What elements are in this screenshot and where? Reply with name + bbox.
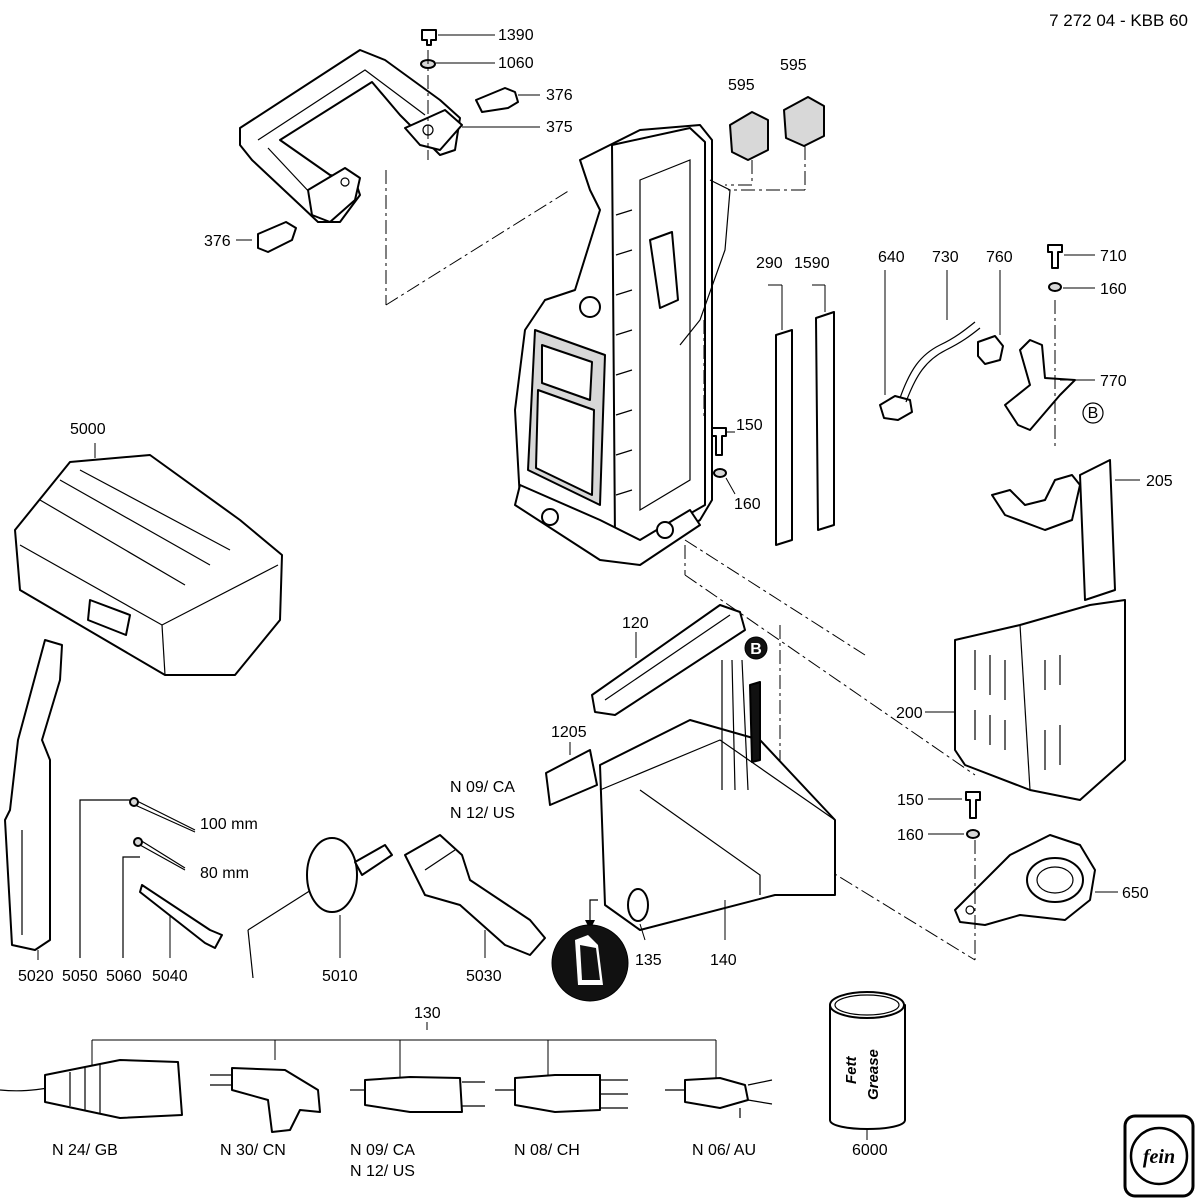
label-1205-variant-b: N 12/ US [450,805,515,822]
label-160-top: 160 [1100,281,1127,298]
drill-stand-column [514,124,731,566]
sling-5020 [4,639,63,960]
label-150-lower: 150 [897,792,924,809]
hex-key-5040 [139,884,223,958]
label-6000: 6000 [852,1142,888,1159]
label-375: 375 [546,119,573,136]
tool-5010 [247,837,393,979]
label-150-middle: 150 [736,417,763,434]
case-5000 [14,443,283,676]
label-135: 135 [635,952,662,969]
plug-label-gb: N 24/ GB [52,1142,118,1159]
length-100: 100 mm [200,816,258,833]
label-710: 710 [1100,248,1127,265]
caps-595 [725,96,825,191]
label-1390: 1390 [498,27,534,44]
marker-b-filled-group [744,636,768,660]
label-5010: 5010 [322,968,358,985]
length-80: 80 mm [200,865,249,882]
label-376-right: 376 [546,87,573,104]
label-5020: 5020 [18,968,54,985]
plug-bracket-130 [91,1022,717,1085]
fein-logo-icon: fein [1123,1114,1195,1198]
label-5000: 5000 [70,421,106,438]
plug-label-ca: N 09/ CA [350,1142,415,1159]
label-595-right: 595 [780,57,807,74]
handle-leaders [236,34,571,306]
plug-gb [0,1059,183,1119]
strap-120 [591,604,746,716]
label-770: 770 [1100,373,1127,390]
label-1205-variant-a: N 09/ CA [450,779,515,796]
document-id: 7 272 04 - KBB 60 [1049,11,1188,30]
bracket-770-group [1004,244,1104,450]
label-plate-1205 [545,742,598,806]
label-5060: 5060 [106,968,142,985]
plug-ch [495,1074,628,1113]
plug-label-ch: N 08/ CH [514,1142,580,1159]
label-205: 205 [1146,473,1173,490]
grease-label-grease: Grease [865,1049,882,1100]
plug-au [665,1077,773,1118]
plug-label-us: N 12/ US [350,1163,415,1180]
label-376-left: 376 [204,233,231,250]
rails-290-1590 [768,284,835,546]
label-140: 140 [710,952,737,969]
screw-150-lower [928,791,981,839]
label-290: 290 [756,255,783,272]
label-595-left: 595 [728,77,755,94]
label-730: 730 [932,249,959,266]
plug-cn [210,1067,321,1133]
label-120: 120 [622,615,649,632]
label-5050: 5050 [62,968,98,985]
logo-text: fein [1143,1146,1175,1168]
label-160-middle: 160 [734,496,761,513]
handle-assembly [239,29,519,253]
bracket-205 [991,459,1140,601]
label-650: 650 [1122,885,1149,902]
label-130: 130 [414,1005,441,1022]
label-5040: 5040 [152,968,188,985]
guard-200 [925,599,1126,801]
base-140 [599,659,836,940]
grease-can-icon [829,991,906,1140]
marker-b-filled: B [750,641,762,658]
label-5030: 5030 [466,968,502,985]
assembly-hint-icon [551,924,629,1002]
label-160-lower: 160 [897,827,924,844]
screw-150-middle [703,320,736,495]
plug-label-au: N 06/ AU [692,1142,756,1159]
label-200: 200 [896,705,923,722]
adapter-5030 [404,834,546,958]
coolant-fittings [879,270,1004,421]
label-1205: 1205 [551,724,587,741]
grease-label-fett: Fett [843,1056,860,1085]
plug-ca-us [350,1076,485,1113]
plug-label-cn: N 30/ CN [220,1142,286,1159]
marker-b-outline: B [1088,405,1099,422]
label-640: 640 [878,249,905,266]
bearing-650 [954,834,1118,926]
alignment-lines [684,539,976,961]
label-1590: 1590 [794,255,830,272]
label-1060: 1060 [498,55,534,72]
label-760: 760 [986,249,1013,266]
pins-5050-5060 [79,797,196,958]
